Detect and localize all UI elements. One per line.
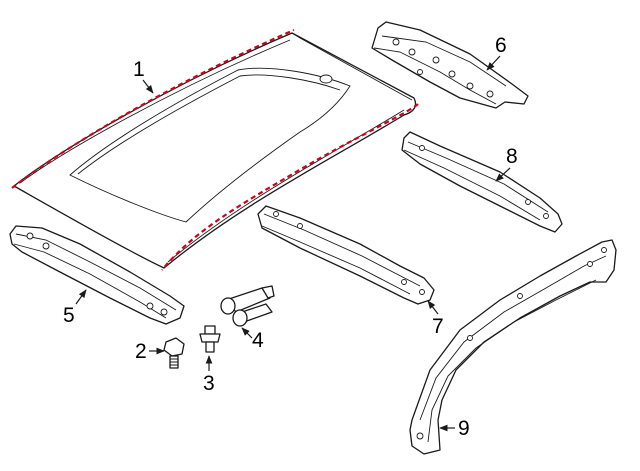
callout-4[interactable]: 4	[241, 327, 264, 352]
center-bow	[257, 205, 435, 305]
bolt	[163, 337, 185, 369]
callout-5[interactable]: 5	[63, 289, 87, 327]
callout-6[interactable]: 6	[486, 34, 507, 71]
callout-label-2: 2	[135, 340, 147, 363]
sunroof-inner-edge	[77, 74, 341, 175]
callout-3[interactable]: 3	[203, 355, 215, 395]
callout-label-5: 5	[63, 304, 75, 327]
callout-label-7: 7	[432, 315, 444, 338]
sunroof-opening	[69, 67, 351, 223]
left-roof-seal	[11, 28, 295, 189]
roof-rail	[409, 239, 617, 455]
callout-label-3: 3	[203, 372, 215, 395]
leader-7	[427, 300, 439, 315]
callout-label-9: 9	[458, 417, 470, 440]
callout-label-8: 8	[506, 145, 518, 168]
clip	[220, 285, 275, 327]
callout-1[interactable]: 1	[133, 58, 154, 94]
leader-1	[142, 79, 154, 94]
callout-label-1: 1	[133, 58, 145, 81]
leader-5	[75, 289, 87, 305]
right-roof-seal	[161, 103, 419, 271]
leader-4	[241, 327, 253, 339]
callout-label-6: 6	[495, 34, 507, 57]
callout-label-4: 4	[252, 329, 264, 352]
callout-9[interactable]: 9	[439, 417, 470, 440]
stud	[199, 325, 221, 353]
callout-8[interactable]: 8	[495, 145, 518, 182]
antenna-hole	[319, 74, 333, 84]
callout-7[interactable]: 7	[427, 300, 444, 338]
rear-header	[371, 21, 529, 109]
leader-8	[495, 167, 511, 182]
roof-panel	[11, 28, 419, 271]
front-header	[9, 225, 185, 325]
rear-bow	[401, 131, 563, 233]
leader-6	[486, 55, 501, 71]
callout-2[interactable]: 2	[135, 340, 165, 363]
